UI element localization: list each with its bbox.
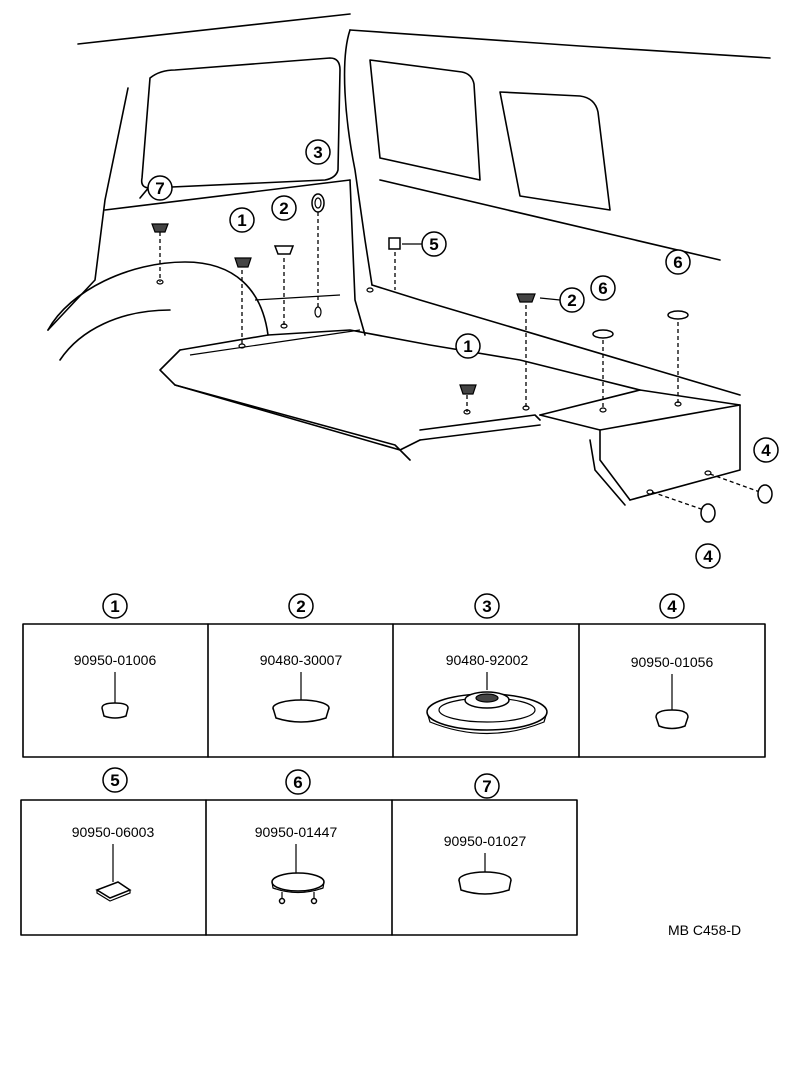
svg-text:2: 2 [296,597,305,616]
table-cell-2: 2 90480-30007 [260,593,343,723]
plug-2-drawing [272,707,330,723]
illustration-callouts: 7 1 2 3 5 1 2 6 [147,139,779,569]
plug-2b-installed [516,293,536,303]
svg-text:3: 3 [313,143,322,162]
plug-4b-installed [700,503,716,523]
callout-1: 1 [229,207,255,233]
grommet-3-drawing [426,691,548,735]
table-cell-6: 6 90950-01447 [255,769,338,905]
grommet-3-installed [311,193,325,213]
svg-text:6: 6 [598,279,607,298]
part-number-1: 90950-01006 [74,652,157,668]
table-cell-5: 5 90950-06003 [72,767,155,902]
svg-text:4: 4 [667,597,677,616]
svg-text:1: 1 [237,211,246,230]
callout-6b: 6 [665,249,691,275]
callout-4b: 4 [695,543,721,569]
table-cell-1: 1 90950-01006 [74,593,157,719]
svg-text:5: 5 [110,771,119,790]
plug-6-drawing [271,872,325,905]
parts-table-row-2: 5 90950-06003 6 90950-01447 7 90950-010 [20,767,578,936]
table-cell-7: 7 90950-01027 [444,773,527,895]
svg-text:6: 6 [673,253,682,272]
callout-2b: 2 [539,287,585,313]
svg-text:7: 7 [482,777,491,796]
callout-4: 4 [753,437,779,463]
cargo-area-illustration [47,13,771,506]
callout-3: 3 [305,139,331,165]
plug-6b-installed [667,310,689,320]
callout-7: 7 [147,175,173,201]
parts-table-row-1: 1 90950-01006 2 90480-30007 3 90480-9200… [22,593,766,758]
svg-text:2: 2 [279,199,288,218]
table-frame-row-1 [22,623,766,758]
plug-1-installed [234,257,252,268]
part-number-4: 90950-01056 [631,654,714,670]
plug-7-drawing [458,879,512,895]
plug-4-installed [757,484,773,504]
table-cell-3: 3 90480-92002 [426,593,548,735]
drawing-code: MB C458-D [668,922,741,938]
svg-text:1: 1 [110,597,119,616]
part-number-7: 90950-01027 [444,833,527,849]
installation-guide-lines [159,212,761,511]
svg-text:1: 1 [463,337,472,356]
svg-text:3: 3 [482,597,491,616]
table-cell-4: 4 90950-01056 [631,593,714,730]
plug-2-installed [273,245,295,255]
part-number-5: 90950-06003 [72,824,155,840]
svg-text:2: 2 [567,291,576,310]
callout-5: 5 [402,231,447,257]
part-number-3: 90480-92002 [446,652,529,668]
svg-text:4: 4 [703,547,713,566]
installed-parts [151,193,773,523]
plug-6-installed [592,329,614,339]
part-number-2: 90480-30007 [260,652,343,668]
table-frame-row-2 [20,799,578,936]
plug-1-drawing [101,702,129,719]
svg-text:4: 4 [761,441,771,460]
plug-7-installed [151,223,169,233]
svg-text:7: 7 [155,179,164,198]
svg-text:5: 5 [429,235,438,254]
plug-5-installed [388,237,401,250]
plug-1b-installed [459,384,477,395]
plug-4-drawing [655,709,689,730]
part-number-6: 90950-01447 [255,824,338,840]
callout-6: 6 [590,275,616,301]
svg-text:6: 6 [293,773,302,792]
callout-1b: 1 [455,333,481,359]
callout-2: 2 [271,195,297,221]
